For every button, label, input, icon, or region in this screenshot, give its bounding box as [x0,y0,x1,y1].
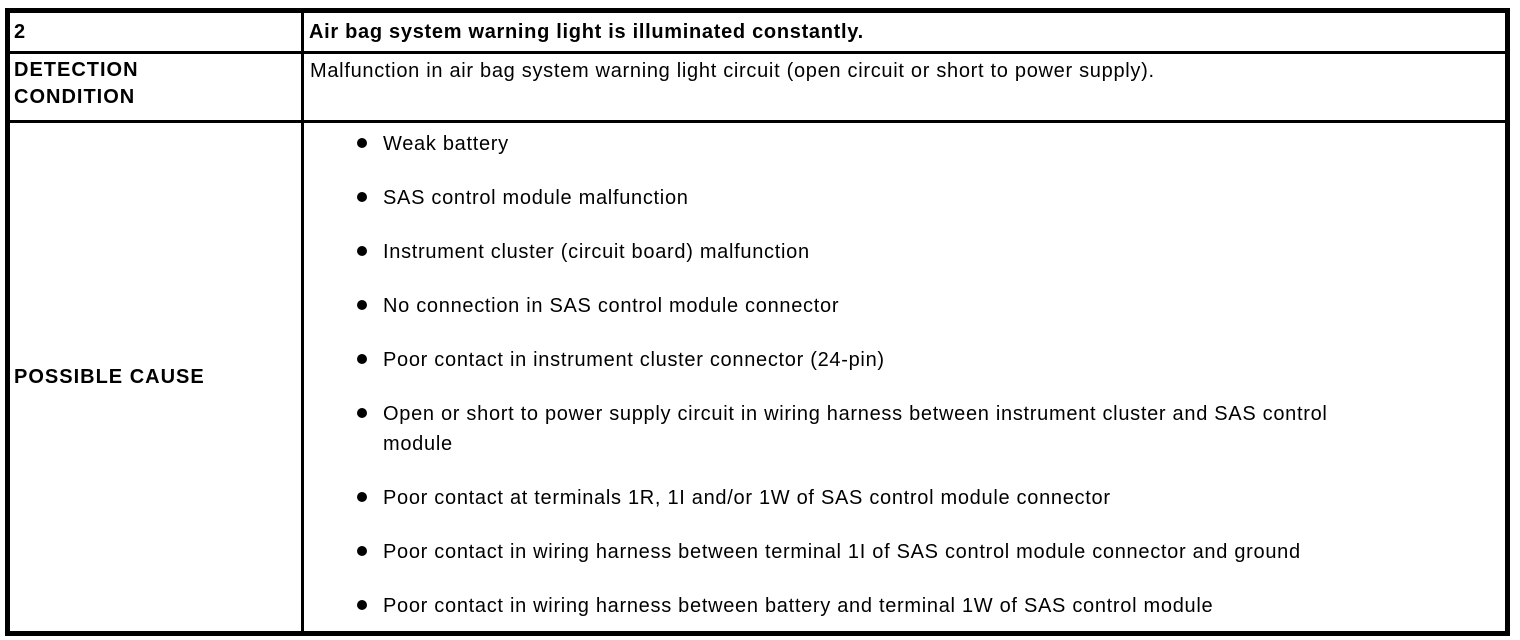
bullet-icon [357,600,367,610]
dtc-number-cell: 2 [6,9,304,54]
detection-condition-label-cell: DETECTION CONDITION [6,51,304,123]
possible-cause-list: Weak battery SAS control module malfunct… [306,129,1494,621]
possible-cause-item: No connection in SAS control module conn… [306,291,1494,321]
possible-cause-item: Poor contact in wiring harness between t… [306,537,1494,567]
possible-cause-row: POSSIBLE CAUSE Weak battery SAS control … [6,120,1509,635]
detection-condition-row: DETECTION CONDITION Malfunction in air b… [6,51,1509,123]
cause-text: Open or short to power supply circuit in… [383,403,1328,455]
possible-cause-list-cell: Weak battery SAS control module malfunct… [301,120,1509,635]
cause-text: Poor contact in instrument cluster conne… [383,349,885,371]
possible-cause-item: Poor contact at terminals 1R, 1I and/or … [306,483,1494,513]
cause-text: Weak battery [383,133,509,155]
dtc-number: 2 [14,20,26,43]
cause-text: Poor contact in wiring harness between t… [383,541,1301,563]
bullet-icon [357,246,367,256]
possible-cause-item: SAS control module malfunction [306,183,1494,213]
bullet-icon [357,300,367,310]
bullet-icon [357,408,367,418]
cause-text: Poor contact at terminals 1R, 1I and/or … [383,487,1111,509]
cause-text: Poor contact in wiring harness between b… [383,595,1214,617]
detection-condition-text: Malfunction in air bag system warning li… [310,60,1155,82]
bullet-icon [357,492,367,502]
possible-cause-item: Poor contact in instrument cluster conne… [306,345,1494,375]
detection-condition-text-cell: Malfunction in air bag system warning li… [301,51,1509,123]
cause-text: SAS control module malfunction [383,187,689,209]
bullet-icon [357,546,367,556]
possible-cause-label-cell: POSSIBLE CAUSE [6,120,304,635]
dtc-title: Air bag system warning light is illumina… [309,20,864,43]
possible-cause-item: Poor contact in wiring harness between b… [306,591,1494,621]
possible-cause-item: Weak battery [306,129,1494,159]
dtc-header-row: 2 Air bag system warning light is illumi… [6,9,1509,54]
possible-cause-item: Instrument cluster (circuit board) malfu… [306,237,1494,267]
possible-cause-item: Open or short to power supply circuit in… [306,399,1494,459]
diagnostic-table: 2 Air bag system warning light is illumi… [5,8,1510,636]
cause-text: Instrument cluster (circuit board) malfu… [383,241,810,263]
detection-condition-label: DETECTION CONDITION [14,59,139,108]
bullet-icon [357,138,367,148]
dtc-title-cell: Air bag system warning light is illumina… [301,9,1509,54]
cause-text: No connection in SAS control module conn… [383,295,840,317]
possible-cause-label: POSSIBLE CAUSE [14,365,205,388]
bullet-icon [357,354,367,364]
bullet-icon [357,192,367,202]
